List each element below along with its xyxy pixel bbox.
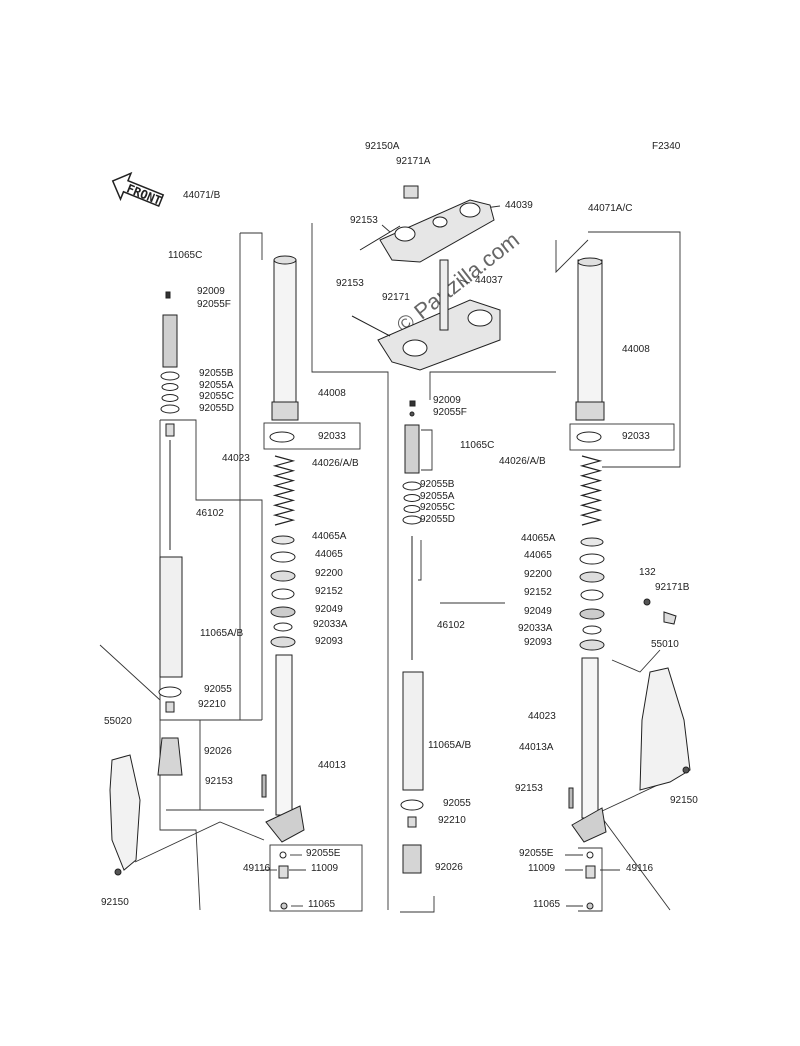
part-label: 92055F — [433, 407, 467, 418]
part-label: 44065A — [521, 533, 556, 544]
inner-tube-right — [568, 657, 607, 910]
diagram-code: F2340 — [652, 141, 681, 152]
part-labels: 92150A 92171A 44039 92153 44037 92153 92171 440… — [101, 141, 698, 910]
part-label: 92152 — [315, 586, 343, 597]
part-label: 46102 — [437, 620, 465, 631]
part-label: 92210 — [198, 699, 226, 710]
part-label: 92055C — [199, 391, 234, 402]
part-label: 92055B — [420, 479, 455, 490]
part-label: 44008 — [622, 344, 650, 355]
part-label: 44026/A/B — [312, 458, 359, 469]
part-label: 92055C — [420, 502, 455, 513]
part-label: 11009 — [528, 863, 556, 874]
part-label: 44023 — [222, 453, 250, 464]
part-label: 92055 — [443, 798, 471, 809]
part-label: 92171 — [382, 292, 410, 303]
part-label: 44013A — [519, 742, 554, 753]
part-label: 44023 — [528, 711, 556, 722]
part-label: 92049 — [315, 604, 343, 615]
part-label: 92033 — [318, 431, 346, 442]
part-label: 49116 — [243, 863, 271, 874]
part-label: 92033A — [518, 623, 553, 634]
bolt-right-icon — [682, 766, 690, 774]
part-label: 92055E — [519, 848, 554, 859]
part-label: 92200 — [315, 568, 343, 579]
part-label: 92055D — [420, 514, 455, 525]
part-label: 92033 — [622, 431, 650, 442]
part-label: 92150 — [101, 897, 129, 908]
part-label: 44065 — [524, 550, 552, 561]
rings-right — [579, 537, 605, 651]
part-label: 44013 — [318, 760, 346, 771]
part-label: 11065 — [533, 899, 561, 910]
part-label: 92055D — [199, 403, 234, 414]
part-label: 92026 — [435, 862, 463, 873]
part-label: 92055A — [420, 491, 455, 502]
part-label: 92093 — [524, 637, 552, 648]
part-label: 92009 — [433, 395, 461, 406]
part-label: 92153 — [205, 776, 233, 787]
part-label: 11065A/B — [200, 628, 244, 639]
inner-tube-left — [261, 654, 305, 910]
part-label: 92171B — [655, 582, 690, 593]
part-label: 92033A — [313, 619, 348, 630]
part-label: 92153 — [336, 278, 364, 289]
part-label: 92055F — [197, 299, 231, 310]
part-label: 92150 — [670, 795, 698, 806]
part-label: 92055A — [199, 380, 234, 391]
part-label: 92049 — [524, 606, 552, 617]
fork-guard-left — [109, 754, 141, 871]
part-label: 92093 — [315, 636, 343, 647]
part-label: 132 — [639, 567, 656, 578]
part-label: 92210 — [438, 815, 466, 826]
part-label: 11065C — [460, 440, 494, 451]
part-label: 44026/A/B — [499, 456, 546, 467]
part-label: 92150A — [365, 141, 400, 152]
part-label: 46102 — [196, 508, 224, 519]
part-label: 55020 — [104, 716, 132, 727]
part-label: 44065 — [315, 549, 343, 560]
part-label: 44037 — [475, 275, 503, 286]
part-label: 92055B — [199, 368, 234, 379]
part-label: 55010 — [651, 639, 679, 650]
fork-guard-right — [639, 667, 691, 791]
outer-tube-left — [269, 255, 299, 443]
part-label: 92152 — [524, 587, 552, 598]
part-label: 92153 — [350, 215, 378, 226]
part-label: 44071A/C — [588, 203, 632, 214]
upper-clamp — [359, 185, 495, 263]
part-label: 11065 — [308, 899, 336, 910]
leader-lines — [99, 205, 691, 913]
part-label: 11065C — [168, 250, 202, 261]
spring-right — [579, 455, 603, 526]
lower-clamp — [351, 259, 501, 371]
front-arrow-icon: FRONT — [111, 171, 165, 208]
cartridge-left — [157, 291, 183, 776]
spring-left — [272, 455, 296, 526]
part-label: 44008 — [318, 388, 346, 399]
part-label: 44071/B — [183, 190, 221, 201]
part-label: 11009 — [311, 863, 339, 874]
part-label: 92055E — [306, 848, 341, 859]
outer-tube-right — [575, 257, 605, 443]
part-label: 92055 — [204, 684, 232, 695]
part-label: 11065A/B — [428, 740, 472, 751]
part-label: 92171A — [396, 156, 431, 167]
rings-left — [270, 535, 296, 648]
front-label: FRONT — [125, 181, 164, 208]
bolt-left-icon — [114, 868, 122, 876]
part-label: 44039 — [505, 200, 533, 211]
part-label: 44065A — [312, 531, 347, 542]
part-label: 92026 — [204, 746, 232, 757]
part-label: 92153 — [515, 783, 543, 794]
clip-92171b-icon — [663, 611, 677, 625]
bolt-132-icon — [643, 598, 651, 606]
cartridge-right — [400, 400, 424, 874]
part-label: 92200 — [524, 569, 552, 580]
part-label: 92009 — [197, 286, 225, 297]
part-label: 49116 — [626, 863, 654, 874]
